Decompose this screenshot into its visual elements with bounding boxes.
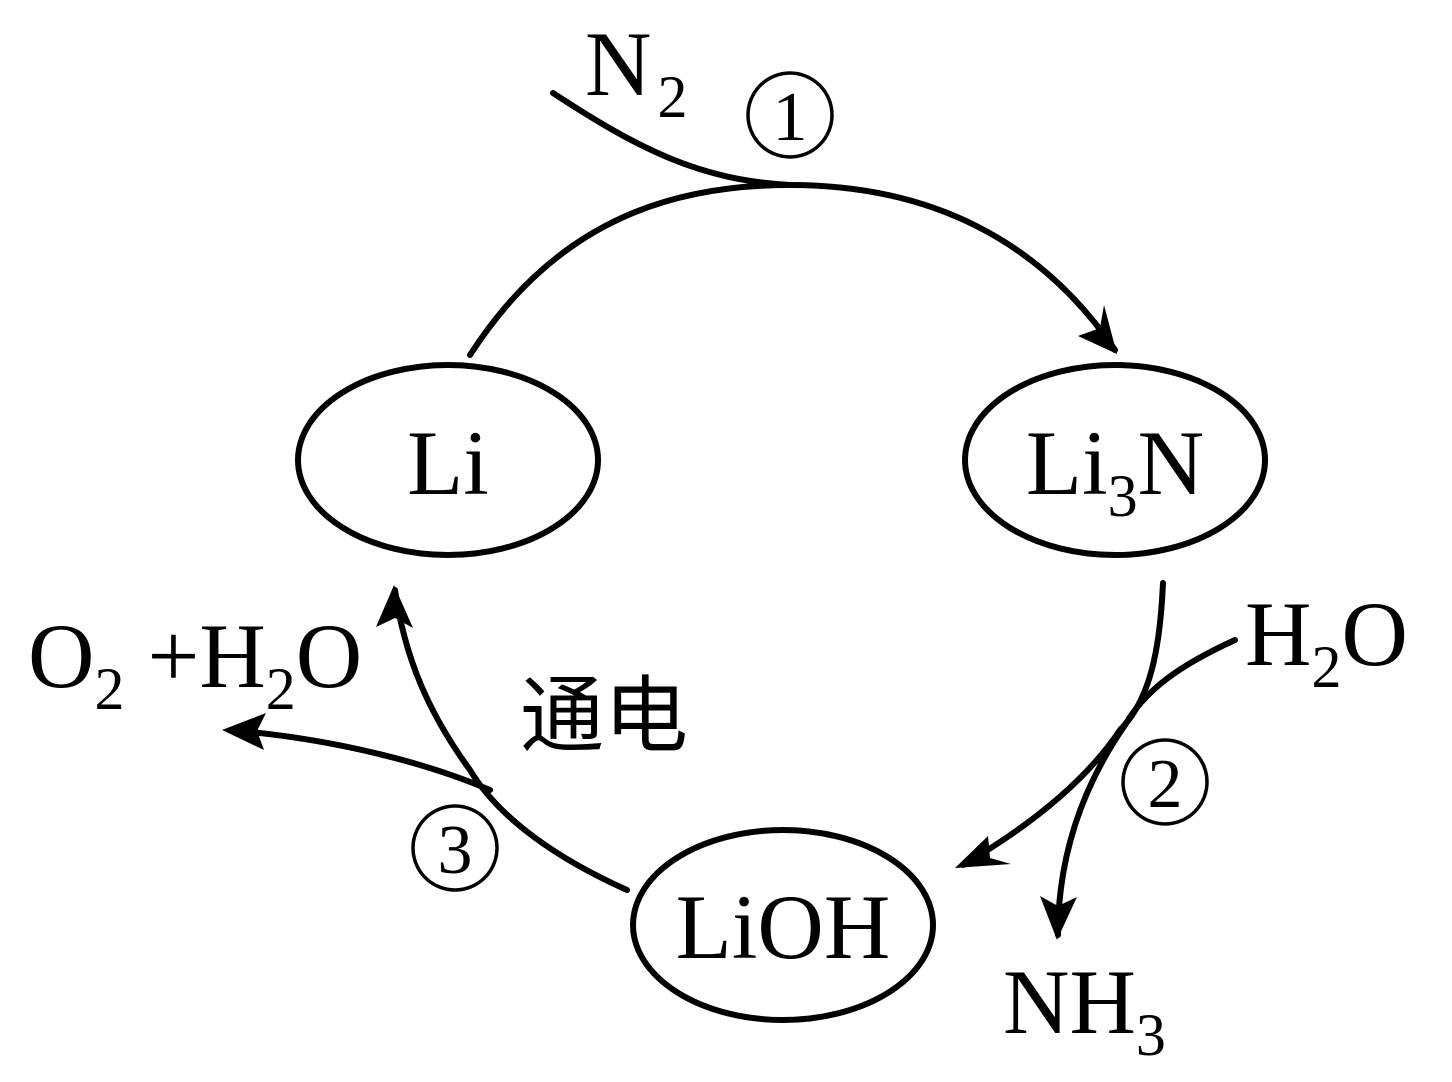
node-li-label: Li: [407, 412, 489, 514]
n2-feed-line: [550, 90, 793, 188]
arc-lioh-to-li: [392, 587, 630, 893]
arrowhead-li3n: [1078, 305, 1117, 354]
arrowhead-nh3: [1040, 896, 1077, 940]
svg-text:1: 1: [773, 79, 808, 156]
arc-li3n-to-lioh: [960, 580, 1166, 868]
condition-electrolysis: 通电: [520, 667, 688, 765]
svg-text:3: 3: [438, 812, 473, 889]
step-marker-1: 1: [746, 71, 834, 159]
arc-li-to-li3n: [467, 181, 1118, 358]
node-li3n: Li3N: [962, 362, 1268, 558]
arrowhead-o2-h2o: [222, 713, 266, 750]
reagent-h2o: H2O: [1245, 583, 1408, 700]
node-lioh-label: LiOH: [676, 876, 891, 978]
arrowhead-li: [376, 585, 413, 628]
node-li3n-label: Li3N: [1026, 412, 1204, 529]
product-nh3: NH3: [1003, 951, 1166, 1068]
node-lioh: LiOH: [630, 827, 936, 1023]
step-marker-2: 2: [1121, 738, 1209, 826]
product-o2-h2o: O2 +H2O: [28, 605, 362, 722]
arrowhead-lioh: [955, 836, 1011, 868]
step-marker-3: 3: [411, 804, 499, 892]
h2o-feed-line: [1122, 637, 1238, 728]
node-li: Li: [295, 362, 601, 558]
o2-h2o-release-line: [247, 729, 493, 793]
svg-text:2: 2: [1148, 746, 1183, 823]
